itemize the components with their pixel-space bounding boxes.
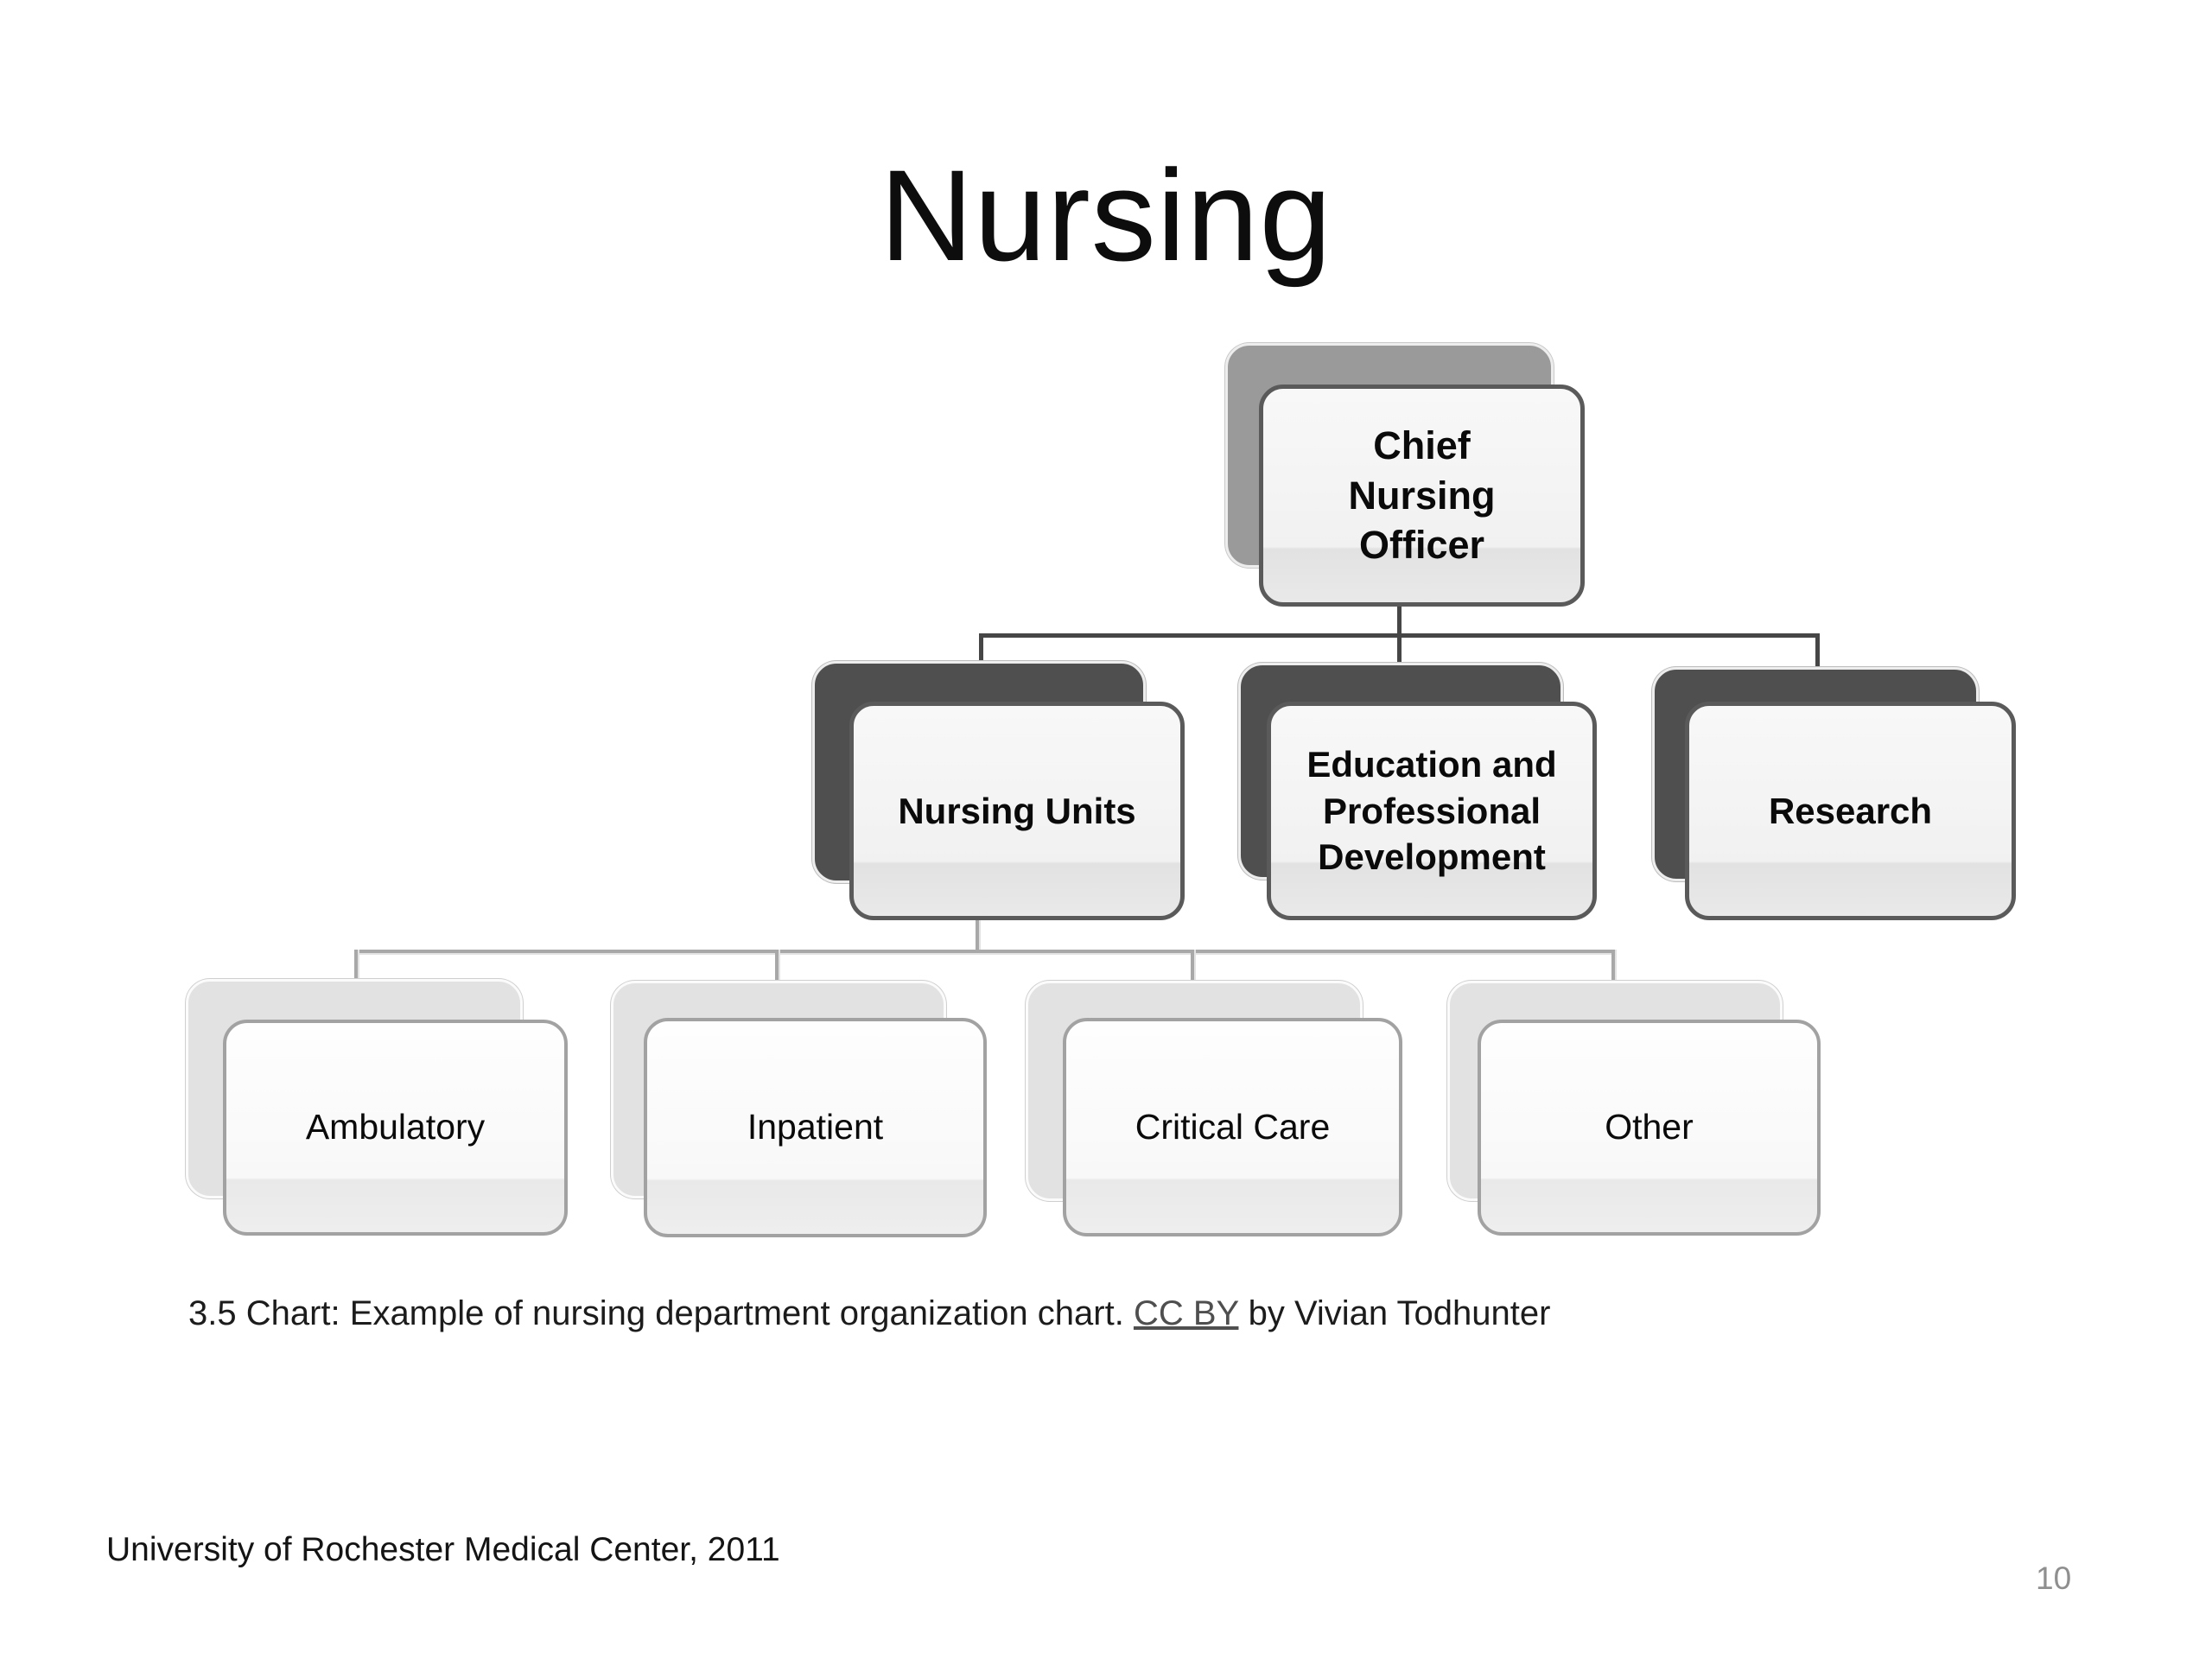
box-critical-care: Critical Care [1063,1018,1402,1236]
connector-drop-inpatient [775,950,779,982]
connector-drop-nursing-units [979,633,983,663]
connector-drop-ambulatory [354,950,358,981]
slide-title: Nursing [880,143,1332,288]
cc-by-link[interactable]: CC BY [1133,1294,1239,1332]
connector-nursing-units-drop [976,918,979,953]
connector-drop-critical-care [1191,950,1194,982]
connector-drop-research [1815,633,1820,670]
box-education: Education and Professional Development [1267,702,1597,920]
box-inpatient: Inpatient [644,1018,987,1237]
caption-suffix: by Vivian Todhunter [1238,1294,1551,1332]
connector-level2-horizontal [354,950,1615,953]
figure-caption: 3.5 Chart: Example of nursing department… [188,1294,1550,1333]
box-ambulatory: Ambulatory [223,1020,568,1236]
caption-prefix: 3.5 Chart: Example of nursing department… [188,1294,1134,1332]
box-chief-nursing-officer: Chief Nursing Officer [1259,385,1585,607]
box-other: Other [1478,1020,1821,1236]
source-attribution: University of Rochester Medical Center, … [106,1531,780,1568]
connector-cno-drop [1397,604,1402,638]
box-research: Research [1685,702,2016,920]
connector-drop-education [1397,633,1402,665]
page-number: 10 [2036,1560,2072,1596]
connector-drop-other [1611,950,1615,982]
box-nursing-units: Nursing Units [849,702,1185,920]
